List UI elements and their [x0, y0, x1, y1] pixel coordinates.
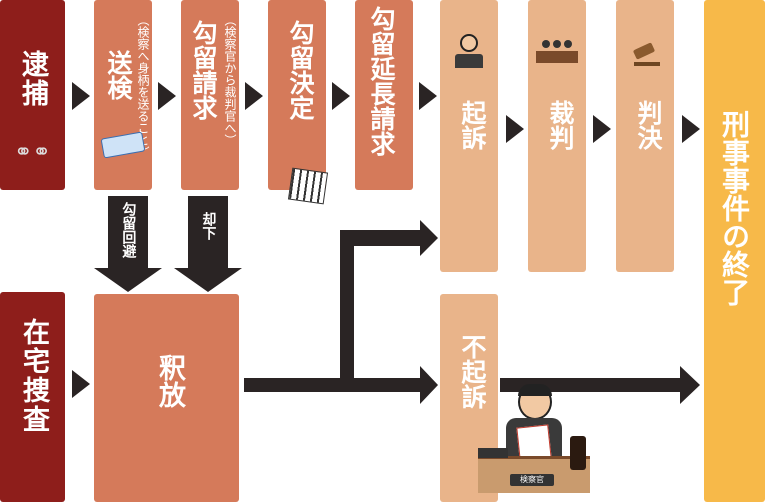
- avoid-label-wrap: 勾留回避: [112, 202, 144, 258]
- arrest-box: 逮捕 ⚭⚭: [0, 0, 65, 190]
- arrow-request-decision: [245, 82, 263, 110]
- verdict-label: 判決: [634, 100, 663, 150]
- arrow-send-request: [158, 82, 176, 110]
- end-box: 刑事事件の終了: [704, 0, 765, 502]
- extension-request-box: 勾留延長請求: [355, 0, 413, 190]
- non-indictment-to-end-arrow: [500, 366, 700, 404]
- jail-bars-icon: [287, 167, 329, 205]
- indictment-label: 起訴: [458, 100, 487, 150]
- arrow-trial-verdict: [593, 115, 611, 143]
- prosecutor-desk-illustration: 検察官: [478, 384, 590, 498]
- branch-vertical: [340, 238, 354, 392]
- book-icon: [478, 448, 508, 458]
- avoid-label: 勾留回避: [120, 202, 137, 258]
- release-label: 釈放: [154, 354, 185, 408]
- release-out-bar: [244, 378, 354, 392]
- release-box: 釈放: [94, 294, 239, 502]
- home-investigation-label: 在宅捜査: [18, 318, 49, 434]
- end-label: 刑事事件の終了: [718, 110, 751, 306]
- branch-to-indictment: [340, 220, 438, 256]
- dismiss-label: 却下: [200, 212, 217, 240]
- extension-request-label: 勾留延長請求: [367, 6, 396, 156]
- detention-request-box: （検察官から裁判官へ） 勾留請求: [181, 0, 239, 190]
- prosecutor-icon: [455, 34, 483, 68]
- arrow-indictment-trial: [506, 115, 524, 143]
- detention-request-note: （検察官から裁判官へ）: [223, 14, 237, 146]
- send-box: （検察へ身柄を送ること） 送検: [94, 0, 152, 190]
- branch-to-non-indictment: [354, 366, 438, 404]
- detention-request-label: 勾留請求: [189, 20, 218, 120]
- down-arrow-avoid: [94, 196, 162, 292]
- trial-box: 裁判: [528, 0, 586, 272]
- trial-label: 裁判: [546, 100, 575, 150]
- down-arrow-dismiss: [174, 196, 242, 292]
- prosecutor-badge: 検察官: [510, 474, 554, 486]
- detention-decision-box: 勾留決定: [268, 0, 329, 205]
- arrow-arrest-send: [72, 82, 90, 110]
- prosecutor-hair: [518, 384, 552, 396]
- bottle-icon: [570, 436, 586, 470]
- prosecutor-badge-label: 検察官: [520, 475, 544, 484]
- send-note: （検察へ身柄を送ること）: [136, 14, 150, 158]
- home-investigation-box: 在宅捜査: [0, 292, 65, 502]
- send-label: 送検: [104, 50, 133, 100]
- non-indictment-label: 不起訴: [458, 334, 487, 409]
- arrow-verdict-end: [682, 115, 700, 143]
- arrow-decision-extension: [332, 82, 350, 110]
- dismiss-label-wrap: 却下: [192, 212, 224, 240]
- handcuffs-icon: ⚭⚭: [14, 140, 51, 165]
- arrow-extension-indictment: [419, 82, 437, 110]
- arrest-label: 逮捕: [17, 50, 48, 108]
- detention-decision-label: 勾留決定: [286, 20, 315, 120]
- verdict-box: 判決: [616, 0, 674, 272]
- gavel-icon: [632, 42, 660, 68]
- courtroom-icon: [536, 40, 578, 66]
- indictment-box: 起訴: [440, 0, 498, 272]
- arrow-home-release: [72, 370, 90, 398]
